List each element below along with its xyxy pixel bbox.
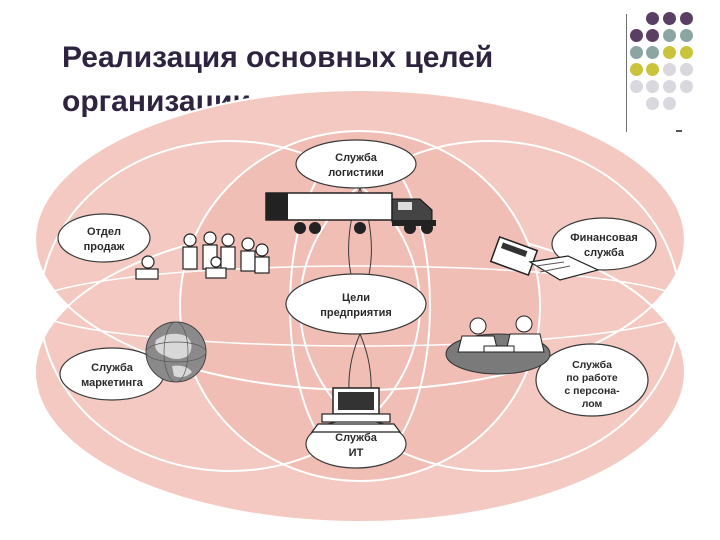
node-center: Цели предприятия xyxy=(285,273,427,335)
globe-icon xyxy=(145,321,207,383)
node-marketing: Служба маркетинга xyxy=(59,347,165,401)
meeting-icon xyxy=(445,315,551,375)
dot xyxy=(646,63,659,76)
dot xyxy=(630,46,643,59)
dot xyxy=(663,97,676,110)
decorative-divider xyxy=(626,14,627,132)
dot xyxy=(663,29,676,42)
node-hr-line4: лом xyxy=(582,398,603,410)
node-hr-bubble xyxy=(535,343,649,417)
node-sales-line1: Отдел xyxy=(87,226,121,238)
node-finance-bubble xyxy=(551,217,657,271)
node-sales-line2: продаж xyxy=(84,241,125,253)
dot xyxy=(630,80,643,93)
decorative-dash xyxy=(676,130,682,132)
dot xyxy=(680,63,693,76)
node-logistics-line2: логистики xyxy=(328,167,383,179)
dot xyxy=(680,46,693,59)
dot xyxy=(663,46,676,59)
slide-title-line-1: Реализация основных целей xyxy=(62,41,494,74)
computer-icon xyxy=(310,387,402,433)
node-sales: Отдел продаж xyxy=(57,213,151,263)
dot xyxy=(680,12,693,25)
node-logistics: Служба логистики xyxy=(295,139,417,189)
dot xyxy=(646,12,659,25)
slide-title: Реализация основных целей организации xyxy=(62,36,622,124)
node-marketing-line1: Служба xyxy=(91,362,134,374)
node-logistics-bubble xyxy=(295,139,417,189)
node-center-bubble xyxy=(285,273,427,335)
dot xyxy=(663,80,676,93)
node-center-line1: Цели xyxy=(342,292,370,304)
petal-ellipse xyxy=(29,265,691,347)
node-hr: Служба по работе с персона- лом xyxy=(535,343,649,417)
node-it-line2: ИТ xyxy=(349,447,364,459)
node-marketing-line2: маркетинга xyxy=(81,377,144,389)
dot xyxy=(663,12,676,25)
node-logistics-line1: Служба xyxy=(335,152,378,164)
node-sales-bubble xyxy=(57,213,151,263)
dot xyxy=(646,46,659,59)
node-center-line2: предприятия xyxy=(320,307,392,319)
dot xyxy=(680,29,693,42)
dot xyxy=(646,97,659,110)
dot xyxy=(646,80,659,93)
node-finance-line2: служба xyxy=(584,247,625,259)
truck-icon xyxy=(265,192,436,234)
people-group-icon xyxy=(135,231,270,280)
dot xyxy=(630,63,643,76)
node-finance: Финансовая служба xyxy=(551,217,657,271)
node-hr-line3: с персона- xyxy=(564,385,620,397)
calculator-icon xyxy=(489,235,600,281)
node-it-line1: Служба xyxy=(335,432,378,444)
node-hr-line1: Служба xyxy=(572,359,612,371)
dot xyxy=(646,29,659,42)
dot xyxy=(630,29,643,42)
node-finance-line1: Финансовая xyxy=(570,232,638,244)
dot xyxy=(663,63,676,76)
dot xyxy=(680,80,693,93)
node-hr-line2: по работе xyxy=(566,372,618,384)
decorative-dot-grid xyxy=(630,10,716,120)
